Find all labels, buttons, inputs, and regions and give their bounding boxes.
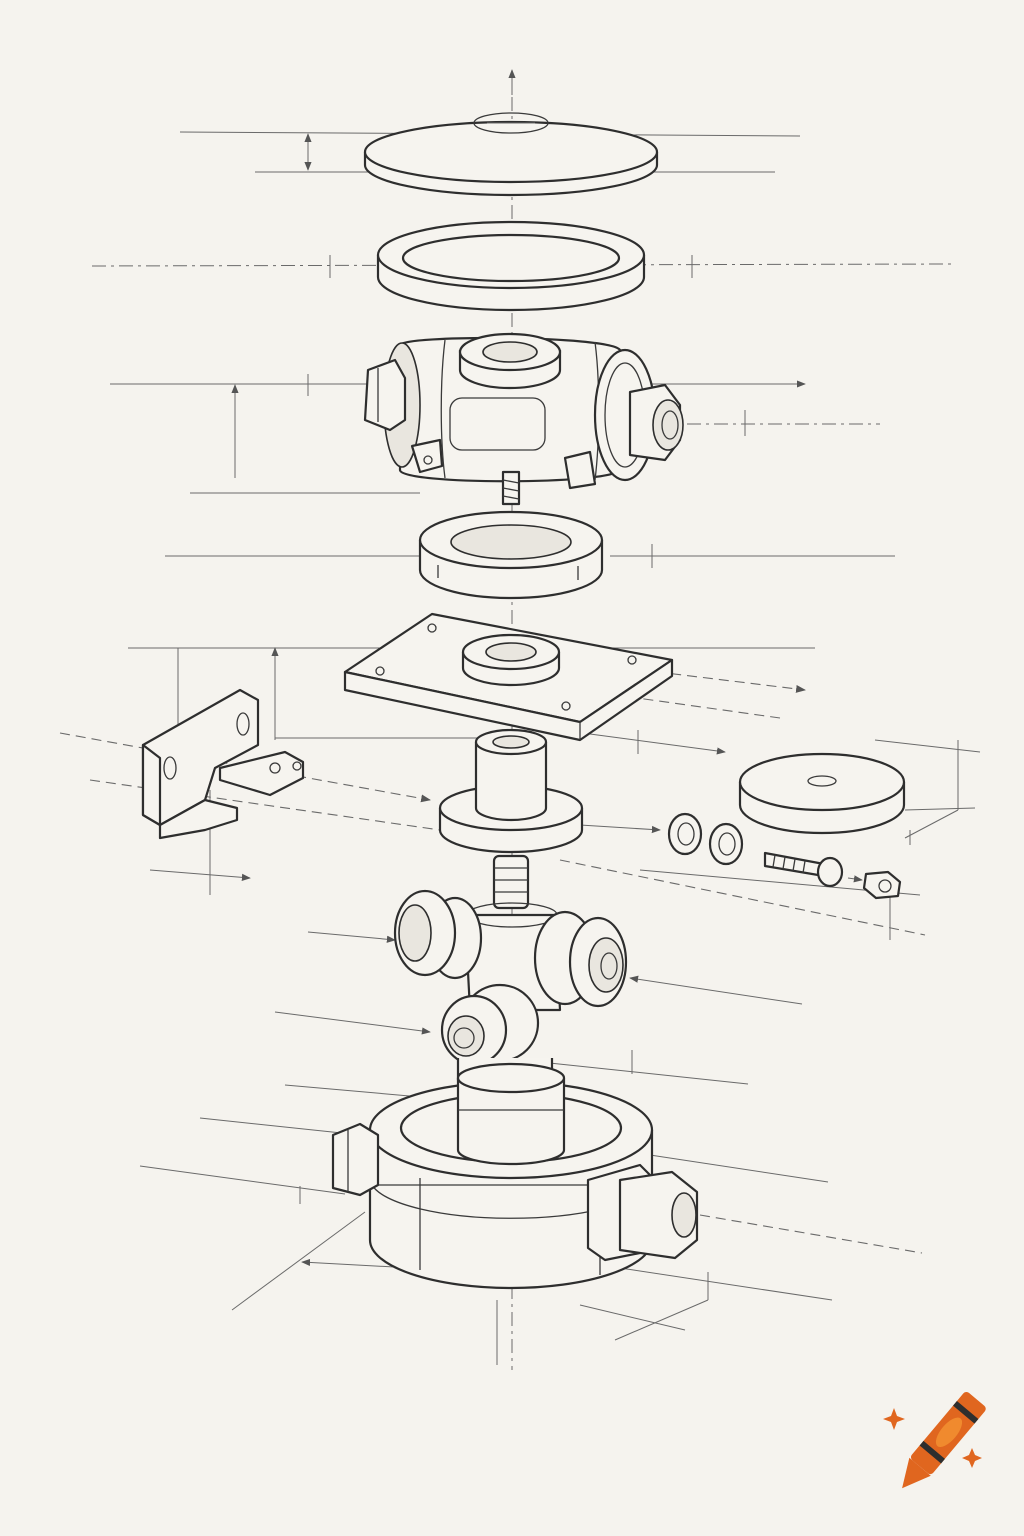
construction-lines	[59, 69, 981, 1370]
collar-ring	[418, 510, 604, 600]
crayon-icon	[883, 1391, 986, 1489]
side-disc	[738, 752, 906, 835]
washer-2	[708, 822, 744, 866]
actuator-body	[363, 332, 684, 506]
l-bracket	[141, 688, 305, 840]
nut	[847, 870, 902, 900]
top-cover-disc	[363, 112, 659, 197]
screw	[763, 851, 844, 888]
spring-stem	[492, 854, 530, 910]
hardware-set	[667, 812, 902, 900]
base-housing	[331, 1062, 699, 1290]
washer-1	[667, 812, 703, 856]
mounting-plate	[343, 612, 674, 742]
flanged-sleeve	[438, 728, 584, 854]
gasket-ring	[376, 220, 646, 312]
cross-valve-body	[393, 889, 628, 1082]
